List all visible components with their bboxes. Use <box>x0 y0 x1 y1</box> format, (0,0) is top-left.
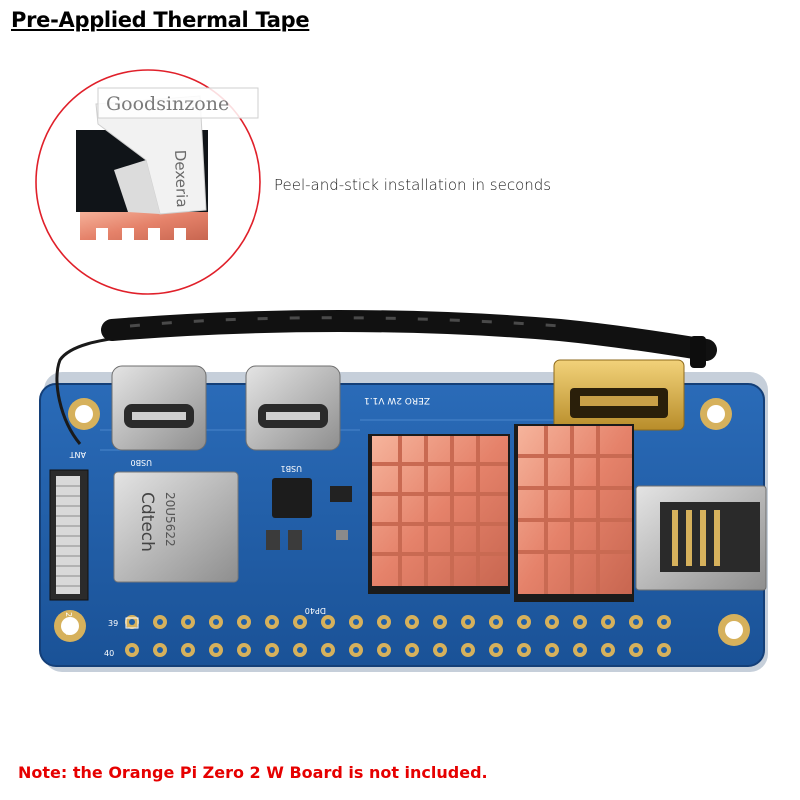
pin-label-39: 39 <box>108 619 118 628</box>
antenna-label: ANT <box>70 450 86 459</box>
mounting-hole-bottom-left <box>54 610 86 642</box>
module-model: 20U5622 <box>163 492 177 547</box>
mounting-hole-top-right <box>700 398 732 430</box>
board-label: ZERO 2W V1.1 <box>364 395 430 405</box>
callout-caption: Peel-and-stick installation in seconds <box>274 176 552 194</box>
antenna-cable <box>55 310 717 445</box>
ic-chip-small <box>330 486 352 502</box>
connector-label: 24PIN <box>64 612 73 635</box>
usb-c-port-0 <box>111 365 207 451</box>
header-label: DP40 <box>305 606 326 615</box>
mounting-hole-bottom-right <box>718 614 750 646</box>
watermark-text: Goodsinzone <box>106 93 229 115</box>
wifi-module: Cdtech 20U5622 <box>113 471 239 583</box>
copper-heatsink-2 <box>514 424 634 602</box>
page-title: Pre-Applied Thermal Tape <box>11 8 310 32</box>
pcb-board: 24PIN ANT Cdtech 20U5622 USB0 USB1 ZERO … <box>39 359 767 667</box>
ic-chip <box>272 478 312 518</box>
mini-hdmi-port <box>553 359 685 431</box>
pin-label-40: 40 <box>104 649 114 658</box>
copper-heatsink-1 <box>368 434 510 594</box>
tape-print-text: Dexeria <box>171 150 191 208</box>
footer-note: Note: the Orange Pi Zero 2 W Board is no… <box>18 763 488 782</box>
thermal-tape-callout: Dexeria Goodsinzone <box>35 69 261 295</box>
usb1-label: USB1 <box>280 464 302 473</box>
tape-pad-image: Dexeria Goodsinzone <box>76 87 259 240</box>
microsd-slot <box>635 485 767 591</box>
usb0-label: USB0 <box>130 458 152 467</box>
fpc-connector <box>49 469 89 601</box>
module-brand: Cdtech <box>137 492 157 552</box>
gpio-header-pads <box>125 615 671 657</box>
usb-c-port-1 <box>245 365 341 451</box>
mounting-hole-top-left <box>68 398 100 430</box>
